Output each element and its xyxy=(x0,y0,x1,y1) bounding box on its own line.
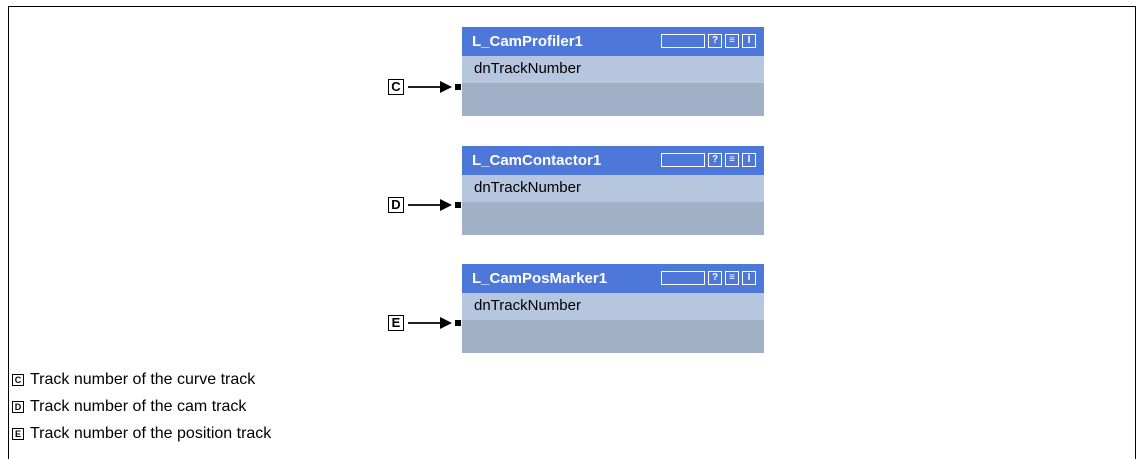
list-icon[interactable]: ≡ xyxy=(725,271,739,285)
block-title: L_CamContactor1 xyxy=(472,152,602,169)
info-icon[interactable]: I xyxy=(742,34,756,48)
port-label: dnTrackNumber xyxy=(462,293,764,320)
input-pin xyxy=(455,320,461,326)
legend-d-icon: D xyxy=(12,401,24,413)
help-icon[interactable]: ? xyxy=(708,153,722,167)
label-d-icon: D xyxy=(388,197,404,213)
block-header: L_CamProfiler1 ? ≡ I xyxy=(462,27,764,56)
help-icon[interactable]: ? xyxy=(708,271,722,285)
legend-item: C Track number of the curve track xyxy=(12,370,255,390)
input-pin xyxy=(455,84,461,90)
function-block-cam-profiler[interactable]: L_CamProfiler1 ? ≡ I dnTrackNumber xyxy=(462,27,764,116)
help-icon[interactable]: ? xyxy=(708,34,722,48)
block-header: L_CamPosMarker1 ? ≡ I xyxy=(462,264,764,293)
input-pin xyxy=(455,202,461,208)
block-field[interactable] xyxy=(661,153,705,167)
info-icon[interactable]: I xyxy=(742,153,756,167)
function-block-cam-contactor[interactable]: L_CamContactor1 ? ≡ I dnTrackNumber xyxy=(462,146,764,235)
arrow-icon xyxy=(408,199,452,211)
block-footer xyxy=(462,83,764,116)
block-footer xyxy=(462,320,764,353)
info-icon[interactable]: I xyxy=(742,271,756,285)
block-title: L_CamProfiler1 xyxy=(472,33,583,50)
legend-item: E Track number of the position track xyxy=(12,424,271,444)
legend-item: D Track number of the cam track xyxy=(12,397,246,417)
block-header: L_CamContactor1 ? ≡ I xyxy=(462,146,764,175)
legend-e-icon: E xyxy=(12,428,24,440)
list-icon[interactable]: ≡ xyxy=(725,34,739,48)
list-icon[interactable]: ≡ xyxy=(725,153,739,167)
block-field[interactable] xyxy=(661,271,705,285)
port-label: dnTrackNumber xyxy=(462,56,764,83)
block-controls: ? ≡ I xyxy=(661,271,756,286)
arrow-icon xyxy=(408,81,452,93)
port-label: dnTrackNumber xyxy=(462,175,764,202)
diagram-frame xyxy=(8,6,1136,459)
block-footer xyxy=(462,202,764,235)
block-field[interactable] xyxy=(661,34,705,48)
block-controls: ? ≡ I xyxy=(661,34,756,49)
label-c-icon: C xyxy=(388,79,404,95)
legend-text: Track number of the position track xyxy=(30,425,272,442)
function-block-cam-pos-marker[interactable]: L_CamPosMarker1 ? ≡ I dnTrackNumber xyxy=(462,264,764,353)
legend-text: Track number of the curve track xyxy=(30,371,256,388)
block-controls: ? ≡ I xyxy=(661,153,756,168)
block-title: L_CamPosMarker1 xyxy=(472,270,608,287)
legend-text: Track number of the cam track xyxy=(30,398,247,415)
legend-c-icon: C xyxy=(12,374,24,386)
label-e-icon: E xyxy=(388,315,404,331)
arrow-icon xyxy=(408,317,452,329)
